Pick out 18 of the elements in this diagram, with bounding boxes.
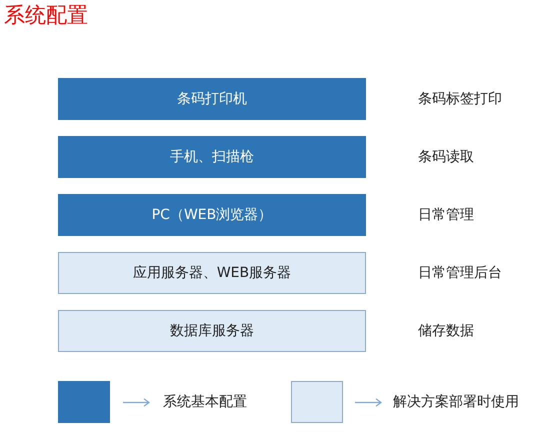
- diagram-title: 系统配置: [4, 2, 88, 28]
- layer-label: 数据库服务器: [170, 322, 254, 340]
- layer-bar: [58, 136, 366, 178]
- layer-description: 储存数据: [418, 322, 474, 340]
- layer-bar: [58, 310, 366, 352]
- layer-bar: [58, 78, 366, 120]
- layer-bar: [58, 252, 366, 294]
- legend-text: 解决方案部署时使用: [393, 393, 519, 411]
- layer-description: 条码标签打印: [418, 90, 502, 108]
- layer-label: 应用服务器、WEB服务器: [132, 264, 292, 282]
- layer-description: 条码读取: [418, 148, 474, 166]
- layer-label: 手机、扫描枪: [170, 148, 254, 166]
- layer-description: 日常管理: [418, 206, 474, 224]
- legend-text: 系统基本配置: [163, 393, 247, 411]
- layer-bar: [58, 194, 366, 236]
- layer-label: PC（WEB浏览器）: [152, 206, 272, 224]
- layer-label: 条码打印机: [177, 90, 247, 108]
- layer-description: 日常管理后台: [418, 264, 502, 282]
